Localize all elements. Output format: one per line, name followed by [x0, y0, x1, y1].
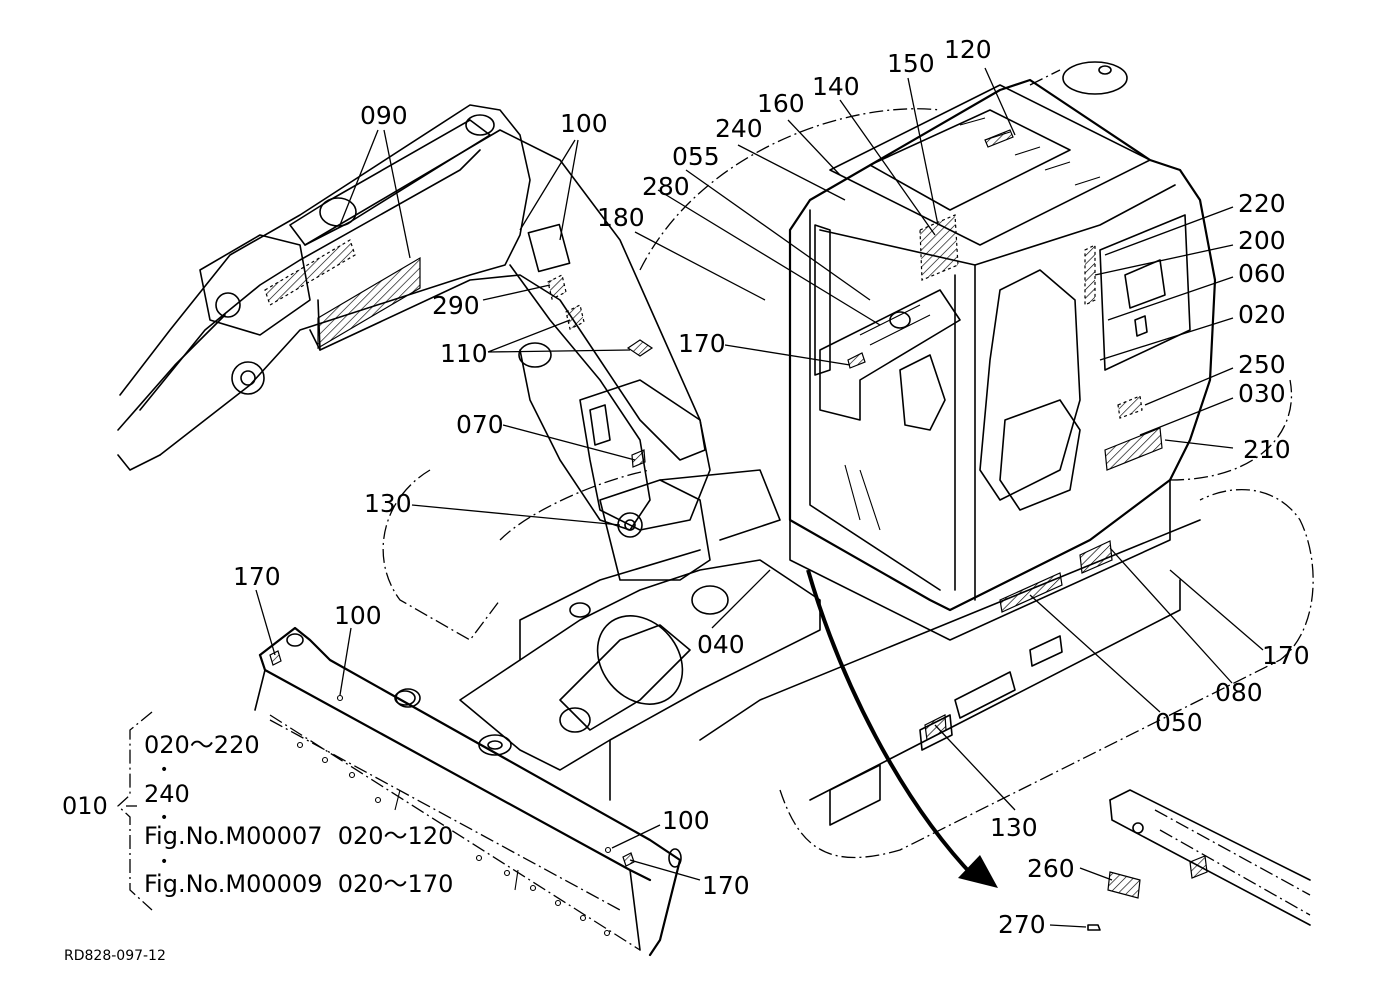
- decal-170-blade-left: [269, 650, 282, 666]
- callout-150: 150: [887, 49, 935, 78]
- callout-170-track: 170: [1262, 641, 1310, 670]
- ref-id: 010: [62, 792, 108, 820]
- decal-090: [317, 256, 421, 350]
- dozer-blade: [254, 626, 682, 957]
- blade-bolts: [296, 741, 611, 937]
- reference-note: 010 020～220 • 240 • Fig.No.M00007 020～12…: [62, 731, 453, 898]
- ref-line-3: Fig.No.M00007 020～120: [144, 822, 453, 850]
- decal-170-cab: [847, 352, 866, 369]
- ref-line-4: Fig.No.M00009 020～170: [144, 870, 453, 898]
- decal-100-blade-right: [604, 846, 612, 854]
- callout-100-boom: 100: [560, 109, 608, 138]
- callout-280: 280: [642, 172, 690, 201]
- arm-and-boom: [117, 104, 706, 531]
- callout-060: 060: [1238, 259, 1286, 288]
- callout-140: 140: [812, 72, 860, 101]
- cab: [639, 61, 1292, 641]
- callout-170-blade-left: 170: [233, 562, 281, 591]
- callout-120: 120: [944, 35, 992, 64]
- decal-140: [919, 214, 959, 281]
- callout-220: 220: [1238, 189, 1286, 218]
- undercarriage: [382, 379, 1314, 858]
- callout-020: 020: [1238, 300, 1286, 329]
- decal-090-hidden: [264, 239, 356, 306]
- decal-100-blade-left: [336, 694, 344, 702]
- decal-120: [984, 129, 1014, 148]
- detail-inset-part: [1087, 789, 1311, 931]
- callout-290: 290: [432, 291, 480, 320]
- callout-100-blade-right: 100: [662, 806, 710, 835]
- callout-270: 270: [998, 910, 1046, 939]
- callout-180: 180: [597, 203, 645, 232]
- reference-bracket: [117, 711, 153, 911]
- callout-labels: 090 100 150 120 140 160 240 055 280 180 …: [233, 35, 1310, 939]
- decal-200: [1084, 244, 1096, 306]
- callout-130-boom: 130: [364, 489, 412, 518]
- callout-250: 250: [1238, 350, 1286, 379]
- decal-260: [1107, 871, 1141, 899]
- callout-200: 200: [1238, 226, 1286, 255]
- callout-090: 090: [360, 101, 408, 130]
- callout-080: 080: [1215, 678, 1263, 707]
- detail-arrow: [806, 569, 998, 888]
- callout-130-track: 130: [990, 813, 1038, 842]
- decal-210: [1104, 427, 1163, 471]
- ref-bullet-2: •: [160, 810, 168, 826]
- callout-055: 055: [672, 142, 720, 171]
- decal-170-blade-right: [622, 852, 635, 867]
- callout-210: 210: [1243, 435, 1291, 464]
- ref-line-2: 240: [144, 780, 190, 808]
- callout-260: 260: [1027, 854, 1075, 883]
- callout-160: 160: [757, 89, 805, 118]
- callout-070: 070: [456, 410, 504, 439]
- callout-170-cab: 170: [678, 329, 726, 358]
- leader-lines: [126, 67, 1264, 928]
- callout-100-blade-left: 100: [334, 601, 382, 630]
- decal-110: [626, 339, 654, 357]
- rivet-270: [1087, 924, 1101, 931]
- decal-070: [631, 449, 646, 468]
- callout-240: 240: [715, 114, 763, 143]
- ref-bullet-3: •: [160, 854, 168, 870]
- callout-030: 030: [1238, 379, 1286, 408]
- decal-250: [1117, 395, 1143, 419]
- callout-170-blade-right: 170: [702, 871, 750, 900]
- drawing-code: RD828-097-12: [64, 948, 166, 964]
- callout-110: 110: [440, 339, 488, 368]
- ref-line-1: 020～220: [144, 731, 260, 759]
- ref-bullet-1: •: [160, 762, 168, 778]
- callout-040: 040: [697, 630, 745, 659]
- callout-050: 050: [1155, 708, 1203, 737]
- decal-130-track: [924, 714, 947, 741]
